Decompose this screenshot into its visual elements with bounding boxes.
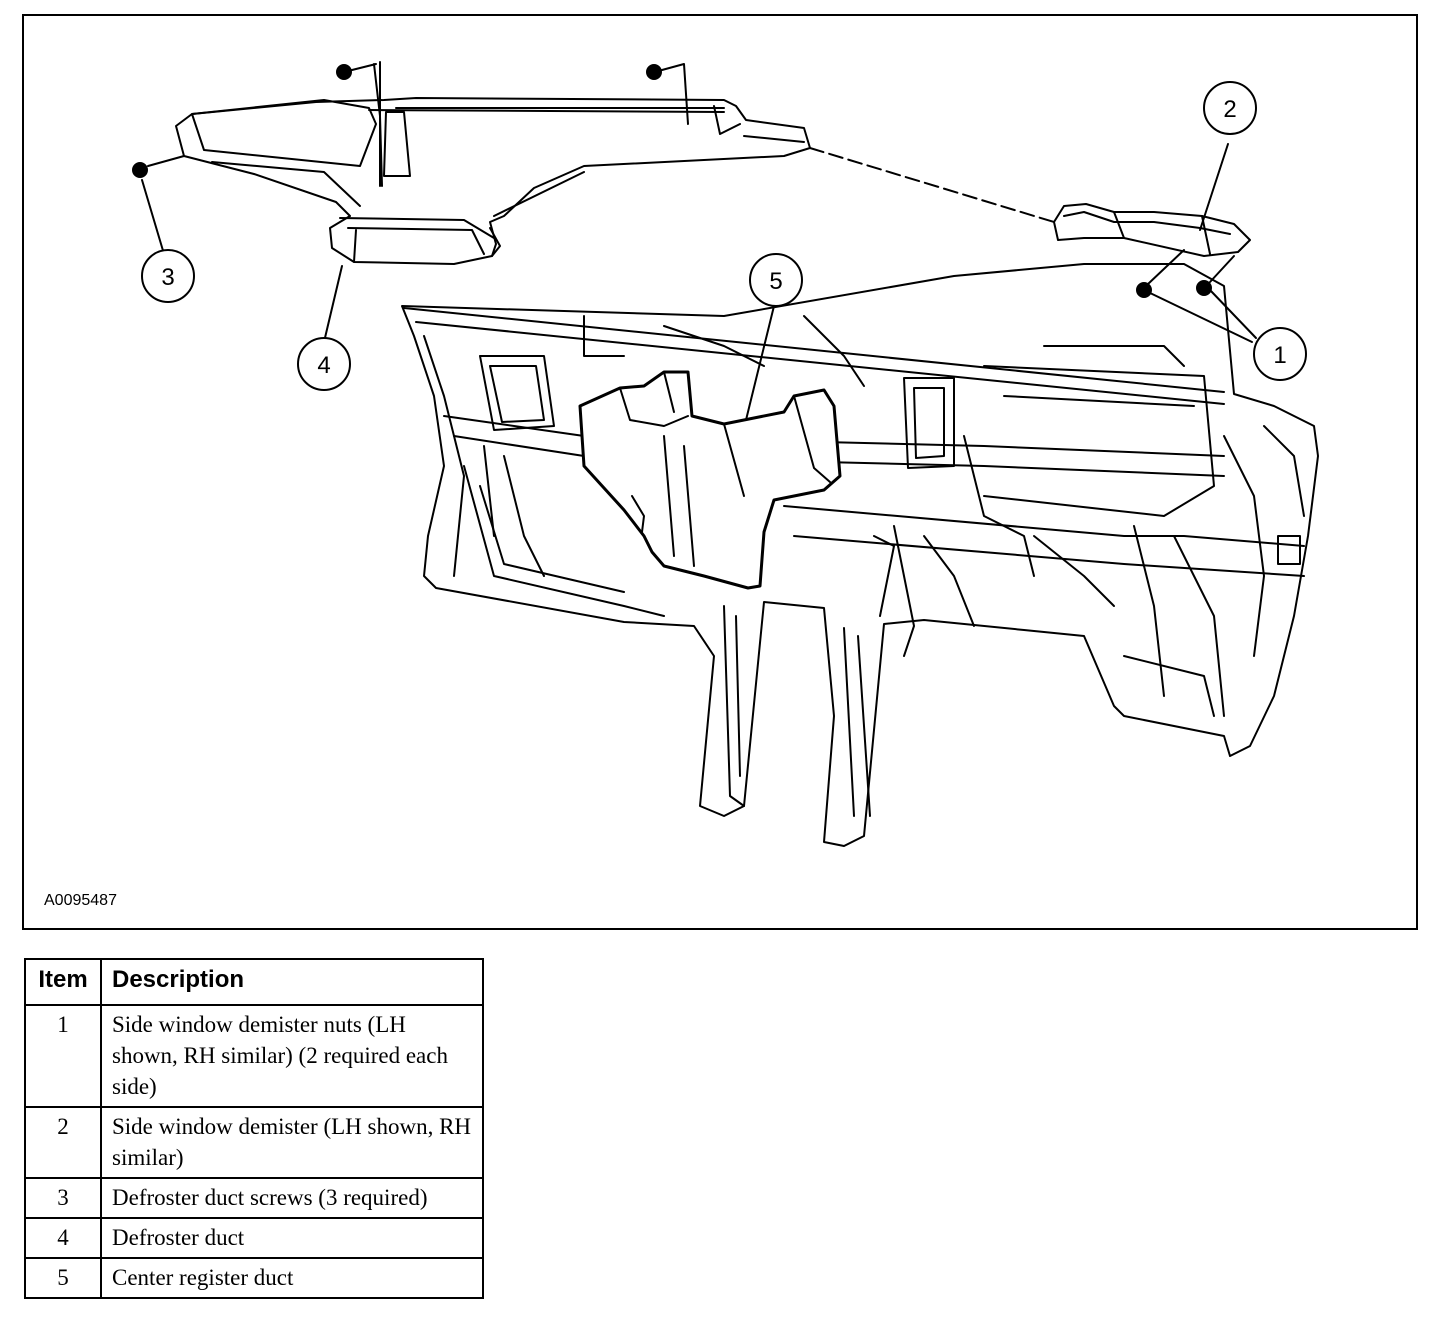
exploded-view-diagram: 1 2 3 4 5 [132, 61, 1319, 847]
callout-5: 5 [749, 253, 803, 307]
callout-2: 2 [1203, 81, 1257, 135]
legend-item-number: 1 [24, 1004, 102, 1108]
svg-text:4: 4 [317, 352, 330, 379]
svg-text:2: 2 [1223, 96, 1236, 123]
svg-text:5: 5 [769, 268, 782, 295]
legend-item-description: Defroster duct [100, 1217, 484, 1259]
legend-header-row: Item Description [24, 958, 484, 1006]
figure-id-label: A0095487 [44, 892, 117, 909]
callout-1: 1 [1253, 327, 1307, 381]
legend-item-description: Side window demister (LH shown, RH simil… [100, 1106, 484, 1179]
defroster-duct-screw-icons [132, 61, 689, 187]
table-row: 2 Side window demister (LH shown, RH sim… [24, 1106, 484, 1179]
legend-header-item: Item [24, 958, 102, 1006]
table-row: 4 Defroster duct [24, 1217, 484, 1259]
side-window-demister-drawing [1053, 203, 1251, 257]
demister-nut-icons [1136, 249, 1235, 298]
alignment-line [809, 147, 1055, 223]
svg-text:1: 1 [1273, 342, 1286, 369]
legend-item-description: Center register duct [100, 1257, 484, 1299]
legend-item-number: 5 [24, 1257, 102, 1299]
legend-item-number: 2 [24, 1106, 102, 1179]
figure-frame: 1 2 3 4 5 A0095487 [22, 14, 1418, 930]
defroster-duct-drawing [175, 97, 811, 265]
callout-4: 4 [297, 337, 351, 391]
legend-item-description: Defroster duct screws (3 required) [100, 1177, 484, 1219]
instrument-panel-drawing [401, 263, 1319, 847]
svg-text:3: 3 [161, 264, 174, 291]
table-row: 5 Center register duct [24, 1257, 484, 1299]
table-row: 1 Side window demister nuts (LH shown, R… [24, 1004, 484, 1108]
legend-table: Item Description 1 Side window demister … [24, 958, 484, 1299]
center-register-duct-drawing [578, 370, 842, 590]
table-row: 3 Defroster duct screws (3 required) [24, 1177, 484, 1219]
callout-3: 3 [141, 249, 195, 303]
legend-item-description: Side window demister nuts (LH shown, RH … [100, 1004, 484, 1108]
legend-item-number: 3 [24, 1177, 102, 1219]
legend-header-description: Description [100, 958, 484, 1006]
callout-leader-lines [141, 143, 1257, 421]
legend-item-number: 4 [24, 1217, 102, 1259]
